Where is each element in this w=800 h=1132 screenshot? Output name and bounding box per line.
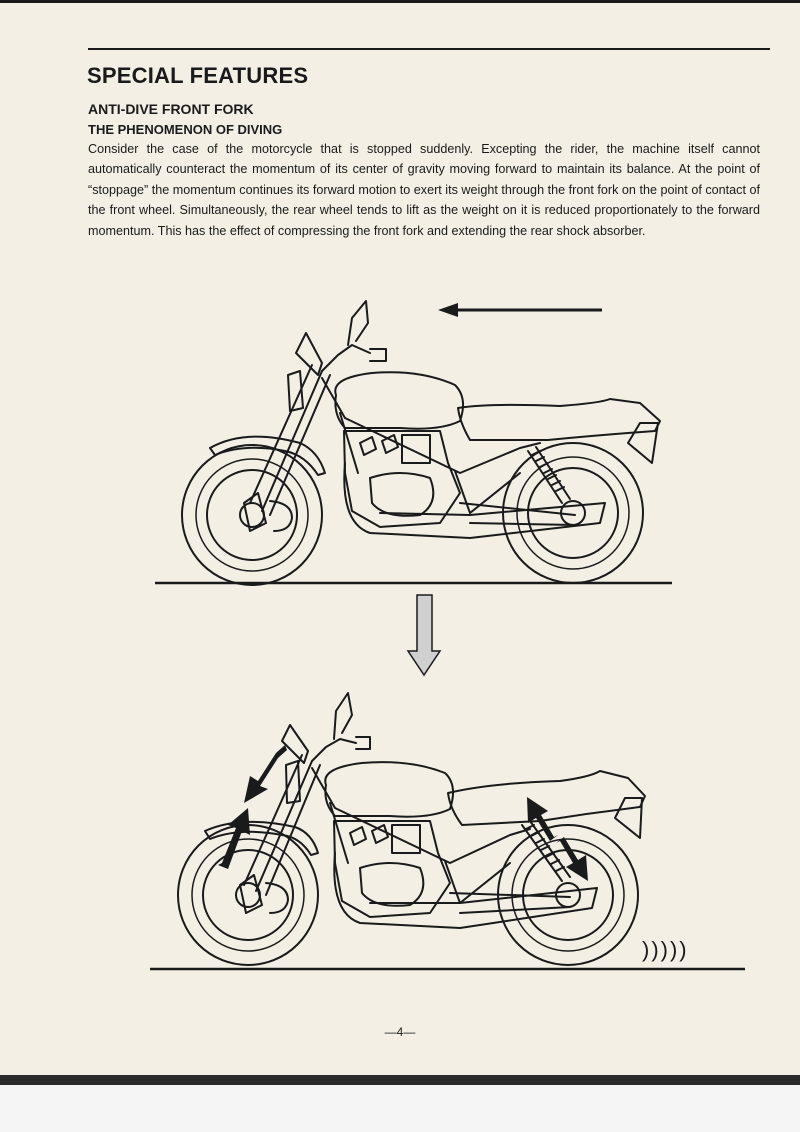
front-wheel <box>181 444 323 586</box>
fork-compression-arrows <box>218 745 287 869</box>
subsection-heading: THE PHENOMENON OF DIVING <box>88 122 283 137</box>
rear-shock-extended <box>521 820 571 882</box>
arrow-down-right-icon <box>556 837 588 881</box>
direction-arrow-icon <box>438 303 602 317</box>
rear-shock <box>527 446 571 504</box>
seat <box>457 398 661 441</box>
arrow-up-left-icon <box>527 797 558 841</box>
lift-marks: ))))) <box>642 937 689 962</box>
motorcycle-before-braking <box>181 300 661 586</box>
fuel-tank <box>334 371 465 430</box>
scan-edge <box>0 1075 800 1132</box>
shock-extension-arrows <box>527 797 588 881</box>
down-arrow-icon <box>406 594 442 677</box>
arrow-up-icon <box>218 808 250 869</box>
section-heading: ANTI-DIVE FRONT FORK <box>88 101 254 117</box>
front-wheel-diving <box>177 824 319 966</box>
engine <box>343 430 461 528</box>
body-paragraph: Consider the case of the motorcycle that… <box>88 142 760 238</box>
page-number: —4— <box>384 1025 416 1039</box>
rear-wheel <box>502 442 644 584</box>
frame <box>321 377 541 514</box>
arrow-down-icon <box>244 745 287 803</box>
diving-illustration: ))))) <box>150 300 745 971</box>
motorcycle-diving <box>177 692 646 966</box>
header-rule <box>88 48 770 50</box>
page-title: SPECIAL FEATURES <box>87 63 309 88</box>
exhaust <box>343 462 606 539</box>
